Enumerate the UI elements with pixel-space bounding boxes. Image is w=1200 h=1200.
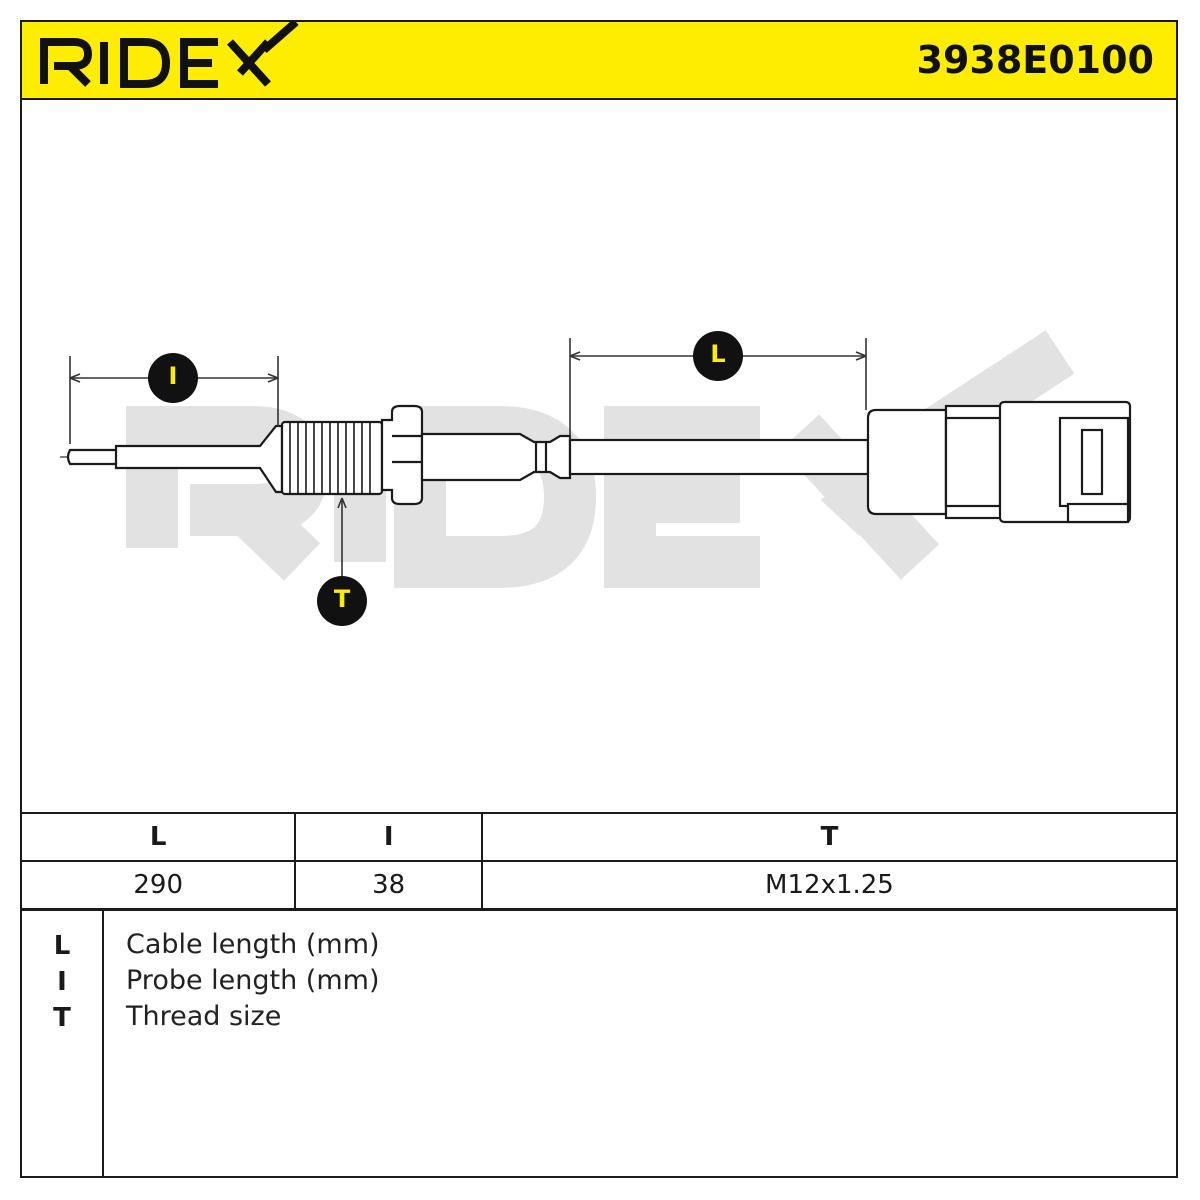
spec-header-probe: I (294, 812, 483, 862)
spec-value-cable: 290 (19, 860, 297, 910)
legend-key-probe: I (57, 967, 67, 997)
spec-value-row: 290 38 M12x1.25 (19, 860, 1179, 910)
callout-probe-label: I (168, 362, 178, 390)
legend-key-cable: L (53, 931, 71, 961)
legend-desc-cable: Cable length (mm) (126, 929, 380, 960)
legend: L I T Cable length (mm) Probe length (mm… (20, 909, 1178, 1178)
technical-drawing: I L T (20, 100, 1178, 812)
spec-table: L I T 290 38 M12x1.25 (19, 812, 1179, 910)
spec-value-thread: M12x1.25 (480, 860, 1179, 910)
legend-desc-probe: Probe length (mm) (126, 965, 380, 996)
callout-thread-label: T (333, 585, 351, 613)
callout-probe-circle (148, 353, 198, 403)
callout-cable-circle (693, 331, 743, 381)
part-number: 3938E0100 (916, 38, 1154, 82)
legend-keys-column: L I T (22, 911, 104, 1176)
thread-leader (337, 497, 347, 576)
callout-thread-circle (317, 576, 367, 626)
legend-desc-thread: Thread size (126, 1001, 282, 1032)
legend-key-thread: T (53, 1003, 71, 1033)
callout-cable-label: L (710, 340, 726, 368)
sensor-drawing-svg (60, 330, 1132, 626)
probe (66, 400, 1132, 524)
spec-header-thread: T (480, 812, 1179, 862)
spec-value-probe: 38 (294, 860, 483, 910)
ridex-logo-graphic (40, 18, 299, 88)
spec-header-row: L I T (19, 812, 1179, 862)
brand-logo (40, 18, 300, 88)
spec-header-cable: L (19, 812, 297, 862)
